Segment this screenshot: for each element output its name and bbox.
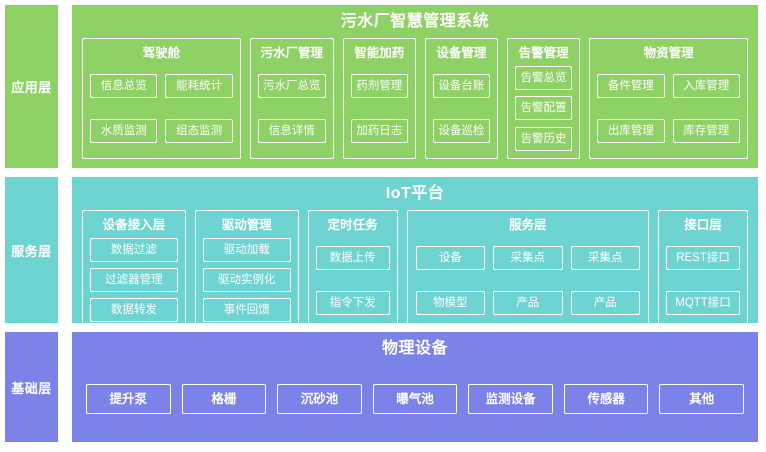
group-items-plant-management: 污水厂总览 信息详情	[257, 66, 326, 151]
chip-data-upload[interactable]: 数据上传	[315, 245, 390, 270]
chip-spare-parts-management[interactable]: 备件管理	[597, 73, 665, 98]
chip-inbound-management[interactable]: 入库管理	[672, 73, 740, 98]
chip-alarm-configuration[interactable]: 告警配置	[515, 96, 573, 121]
group-items-equipment-management: 设备台账 设备巡检	[432, 66, 490, 151]
group-items-alarm-management: 告警总览 告警配置 告警历史	[515, 66, 573, 151]
layer-title-physical-devices: 物理设备	[381, 340, 448, 357]
group-title-smart-dosing: 智能加药	[354, 46, 405, 60]
physical-device-list: 提升泵 格栅 沉砂池 曝气池 监测设备 传感器 其他	[82, 369, 748, 433]
group-scheduled-tasks[interactable]: 定时任务 数据上传 指令下发	[307, 210, 398, 330]
chip-plant-overview[interactable]: 污水厂总览	[257, 73, 326, 98]
layer-title-iot-platform: IoT平台	[385, 185, 445, 202]
layer-application: 应用层 污水厂智慧管理系统 驾驶舱 信息总览 能耗统计 水质监测 组态监测 污水…	[5, 5, 758, 168]
group-equipment-management[interactable]: 设备管理 设备台账 设备巡检	[424, 38, 498, 159]
chip-sensor[interactable]: 传感器	[563, 384, 649, 414]
group-title-driver-management: 驱动管理	[221, 218, 272, 232]
application-group-list: 驾驶舱 信息总览 能耗统计 水质监测 组态监测 污水厂管理 污水厂总览 信息详情	[82, 38, 748, 159]
group-items-interface-layer: REST接口 MQTT接口	[666, 238, 740, 322]
chip-info-overview[interactable]: 信息总览	[90, 73, 158, 98]
chip-thing-model[interactable]: 物模型	[415, 290, 486, 315]
chip-product-1[interactable]: 产品	[493, 290, 563, 315]
group-driver-management[interactable]: 驱动管理 驱动加载 驱动实例化 事件回馈	[194, 210, 299, 330]
group-cockpit[interactable]: 驾驶舱 信息总览 能耗统计 水质监测 组态监测	[82, 38, 241, 159]
chip-water-quality-monitoring[interactable]: 水质监测	[90, 119, 158, 144]
chip-alarm-history[interactable]: 告警历史	[515, 126, 573, 151]
chip-monitoring-device[interactable]: 监测设备	[468, 384, 553, 414]
group-title-cockpit: 驾驶舱	[142, 46, 181, 60]
chip-other[interactable]: 其他	[659, 384, 745, 414]
chip-mqtt-interface[interactable]: MQTT接口	[666, 290, 740, 315]
group-title-scheduled-tasks: 定时任务	[327, 218, 378, 232]
group-smart-dosing[interactable]: 智能加药 药剂管理 加药日志	[342, 38, 416, 159]
group-items-driver-management: 驱动加载 驱动实例化 事件回馈	[202, 238, 291, 322]
group-title-material-management: 物资管理	[643, 46, 694, 60]
layer-label-infrastructure: 基础层	[5, 332, 58, 442]
chip-filter-management[interactable]: 过滤器管理	[90, 268, 178, 292]
chip-alarm-overview[interactable]: 告警总览	[515, 66, 573, 91]
group-items-device-access-layer: 数据过滤 过滤器管理 数据转发	[90, 238, 178, 322]
chip-dosing-log[interactable]: 加药日志	[350, 119, 408, 144]
chip-collection-point-1[interactable]: 采集点	[493, 245, 563, 270]
group-service-layer[interactable]: 服务层 设备 采集点 采集点 物模型 产品 产品	[406, 210, 650, 330]
group-material-management[interactable]: 物资管理 备件管理 入库管理 出库管理 库存管理	[589, 38, 748, 159]
chip-data-forwarding[interactable]: 数据转发	[90, 298, 178, 322]
layer-body-application: 污水厂智慧管理系统 驾驶舱 信息总览 能耗统计 水质监测 组态监测 污水厂管理 …	[72, 5, 758, 168]
chip-grit-chamber[interactable]: 沉砂池	[277, 384, 362, 414]
group-interface-layer[interactable]: 接口层 REST接口 MQTT接口	[658, 210, 748, 330]
layer-label-application: 应用层	[5, 5, 58, 168]
layer-label-service: 服务层	[5, 177, 58, 323]
layer-service: 服务层 IoT平台 设备接入层 数据过滤 过滤器管理 数据转发 驱动管理 驱动加…	[5, 177, 758, 330]
group-title-service-layer: 服务层	[509, 218, 547, 232]
chip-outbound-management[interactable]: 出库管理	[597, 119, 665, 144]
chip-grille[interactable]: 格栅	[181, 384, 267, 414]
group-title-equipment-management: 设备管理	[436, 46, 487, 60]
chip-event-feedback[interactable]: 事件回馈	[202, 298, 291, 322]
group-title-alarm-management: 告警管理	[518, 46, 569, 60]
chip-reagent-management[interactable]: 药剂管理	[350, 73, 408, 98]
group-items-service-layer: 设备 采集点 采集点 物模型 产品 产品	[415, 238, 641, 322]
chip-inventory-management[interactable]: 库存管理	[672, 119, 740, 144]
group-items-scheduled-tasks: 数据上传 指令下发	[315, 238, 390, 322]
group-device-access-layer[interactable]: 设备接入层 数据过滤 过滤器管理 数据转发	[82, 210, 186, 330]
chip-info-details[interactable]: 信息详情	[257, 119, 326, 144]
layer-body-service: IoT平台 设备接入层 数据过滤 过滤器管理 数据转发 驱动管理 驱动加载 驱动…	[72, 177, 758, 330]
chip-data-filtering[interactable]: 数据过滤	[90, 238, 178, 262]
chip-collection-point-2[interactable]: 采集点	[570, 245, 641, 270]
layer-body-infrastructure: 物理设备 提升泵 格栅 沉砂池 曝气池 监测设备 传感器 其他	[72, 332, 758, 442]
chip-command-dispatch[interactable]: 指令下发	[315, 290, 390, 315]
chip-driver-loading[interactable]: 驱动加载	[202, 238, 291, 262]
chip-device[interactable]: 设备	[415, 245, 486, 270]
group-items-smart-dosing: 药剂管理 加药日志	[350, 66, 408, 151]
chip-equipment-ledger[interactable]: 设备台账	[432, 73, 490, 98]
chip-configuration-monitoring[interactable]: 组态监测	[165, 119, 233, 144]
chip-equipment-inspection[interactable]: 设备巡检	[432, 119, 490, 144]
group-items-material-management: 备件管理 入库管理 出库管理 库存管理	[597, 66, 740, 151]
group-plant-management[interactable]: 污水厂管理 污水厂总览 信息详情	[249, 38, 334, 159]
layer-infrastructure: 基础层 物理设备 提升泵 格栅 沉砂池 曝气池 监测设备 传感器 其他	[5, 332, 758, 442]
chip-energy-statistics[interactable]: 能耗统计	[165, 73, 233, 98]
group-title-device-access-layer: 设备接入层	[102, 218, 166, 232]
chip-rest-interface[interactable]: REST接口	[666, 245, 740, 270]
chip-product-2[interactable]: 产品	[570, 290, 641, 315]
service-group-list: 设备接入层 数据过滤 过滤器管理 数据转发 驱动管理 驱动加载 驱动实例化 事件…	[82, 210, 748, 330]
group-alarm-management[interactable]: 告警管理 告警总览 告警配置 告警历史	[507, 38, 581, 159]
group-title-interface-layer: 接口层	[684, 218, 722, 232]
group-title-plant-management: 污水厂管理	[260, 46, 324, 60]
chip-aeration-tank[interactable]: 曝气池	[372, 384, 458, 414]
chip-driver-instantiation[interactable]: 驱动实例化	[202, 268, 291, 292]
group-items-cockpit: 信息总览 能耗统计 水质监测 组态监测	[90, 66, 233, 151]
chip-lift-pump[interactable]: 提升泵	[86, 384, 171, 414]
layer-title-application: 污水厂智慧管理系统	[340, 13, 490, 30]
